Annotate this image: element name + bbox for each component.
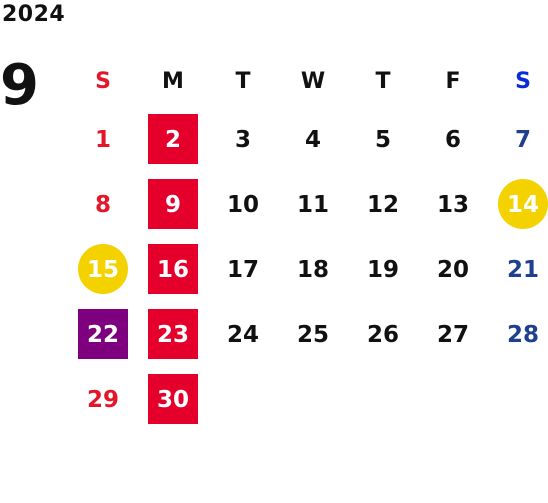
day-cell[interactable]: 10 [208, 172, 278, 237]
weekday-header-cell: S [488, 55, 548, 107]
weekday-label-sat: S [515, 68, 531, 94]
day-cell[interactable]: 14 [488, 172, 548, 237]
day-number: 5 [374, 126, 391, 153]
day-cell[interactable]: 5 [348, 107, 418, 172]
day-cell[interactable]: 25 [278, 302, 348, 367]
weekday-header-cell: F [418, 55, 488, 107]
week-row: 8 9 10 11 12 13 14 [68, 172, 548, 237]
day-number: 21 [506, 256, 539, 283]
holiday-square-marker [78, 309, 128, 359]
day-number: 19 [366, 256, 399, 283]
day-number: 14 [506, 191, 539, 218]
day-number: 1 [94, 126, 111, 153]
day-number: 3 [234, 126, 251, 153]
day-number: 17 [226, 256, 259, 283]
day-cell[interactable]: 12 [348, 172, 418, 237]
day-cell[interactable]: 28 [488, 302, 548, 367]
weekday-label-tue: T [235, 68, 251, 94]
day-number: 24 [226, 321, 259, 348]
day-number: 29 [86, 386, 119, 413]
day-cell[interactable]: 29 [68, 367, 138, 432]
weekday-header-row: S M T W T F S [68, 55, 548, 107]
day-cell[interactable]: 18 [278, 237, 348, 302]
weekday-label-wed: W [300, 68, 326, 94]
holiday-square-marker [148, 374, 198, 424]
holiday-square-marker [148, 179, 198, 229]
day-number: 20 [436, 256, 469, 283]
day-cell[interactable]: 7 [488, 107, 548, 172]
month-number: 9 [0, 53, 39, 118]
empty-day-cell [348, 367, 418, 432]
day-number: 10 [226, 191, 259, 218]
day-cell[interactable]: 9 [138, 172, 208, 237]
empty-day-cell [418, 367, 488, 432]
day-cell[interactable]: 1 [68, 107, 138, 172]
day-cell[interactable]: 15 [68, 237, 138, 302]
day-cell[interactable]: 11 [278, 172, 348, 237]
day-cell[interactable]: 24 [208, 302, 278, 367]
day-cell[interactable]: 21 [488, 237, 548, 302]
weekday-label-fri: F [445, 68, 461, 94]
weekday-header-cell: W [278, 55, 348, 107]
day-cell[interactable]: 23 [138, 302, 208, 367]
week-row: 22 23 24 25 26 27 28 [68, 302, 548, 367]
day-number: 18 [296, 256, 329, 283]
holiday-square-marker [148, 244, 198, 294]
day-number: 13 [436, 191, 469, 218]
day-number: 22 [86, 321, 119, 348]
empty-day-cell [488, 367, 548, 432]
day-number: 16 [156, 256, 189, 283]
holiday-circle-marker [78, 244, 128, 294]
day-number: 26 [366, 321, 399, 348]
day-cell[interactable]: 3 [208, 107, 278, 172]
year-label: 2024 [2, 2, 66, 27]
day-cell[interactable]: 20 [418, 237, 488, 302]
day-number: 23 [156, 321, 189, 348]
day-cell[interactable]: 2 [138, 107, 208, 172]
day-number: 27 [436, 321, 469, 348]
week-row: 1 2 3 4 5 6 7 [68, 107, 548, 172]
weekday-header-cell: T [208, 55, 278, 107]
day-number: 30 [156, 386, 189, 413]
day-cell[interactable]: 22 [68, 302, 138, 367]
empty-day-cell [208, 367, 278, 432]
day-cell[interactable]: 17 [208, 237, 278, 302]
day-cell[interactable]: 30 [138, 367, 208, 432]
day-cell[interactable]: 8 [68, 172, 138, 237]
holiday-circle-marker [498, 179, 548, 229]
holiday-square-marker [148, 309, 198, 359]
day-number: 28 [506, 321, 539, 348]
weekday-label-mon: M [162, 68, 184, 94]
day-cell[interactable]: 26 [348, 302, 418, 367]
weekday-header-cell: S [68, 55, 138, 107]
day-number: 8 [94, 191, 111, 218]
weekday-header-cell: M [138, 55, 208, 107]
day-number: 15 [86, 256, 119, 283]
holiday-square-marker [148, 114, 198, 164]
day-number: 11 [296, 191, 329, 218]
day-number: 2 [164, 126, 181, 153]
week-row: 29 30 [68, 367, 548, 432]
day-cell[interactable]: 6 [418, 107, 488, 172]
day-number: 4 [304, 126, 321, 153]
empty-day-cell [278, 367, 348, 432]
day-cell[interactable]: 27 [418, 302, 488, 367]
weekday-label-thu: T [375, 68, 391, 94]
day-cell[interactable]: 13 [418, 172, 488, 237]
day-number: 7 [514, 126, 531, 153]
day-cell[interactable]: 19 [348, 237, 418, 302]
weekday-label-sun: S [95, 68, 111, 94]
day-cell[interactable]: 16 [138, 237, 208, 302]
day-number: 6 [444, 126, 461, 153]
day-number: 12 [366, 191, 399, 218]
week-row: 15 16 17 18 19 20 21 [68, 237, 548, 302]
day-number: 9 [164, 191, 181, 218]
day-number: 25 [296, 321, 329, 348]
weekday-header-cell: T [348, 55, 418, 107]
day-cell[interactable]: 4 [278, 107, 348, 172]
